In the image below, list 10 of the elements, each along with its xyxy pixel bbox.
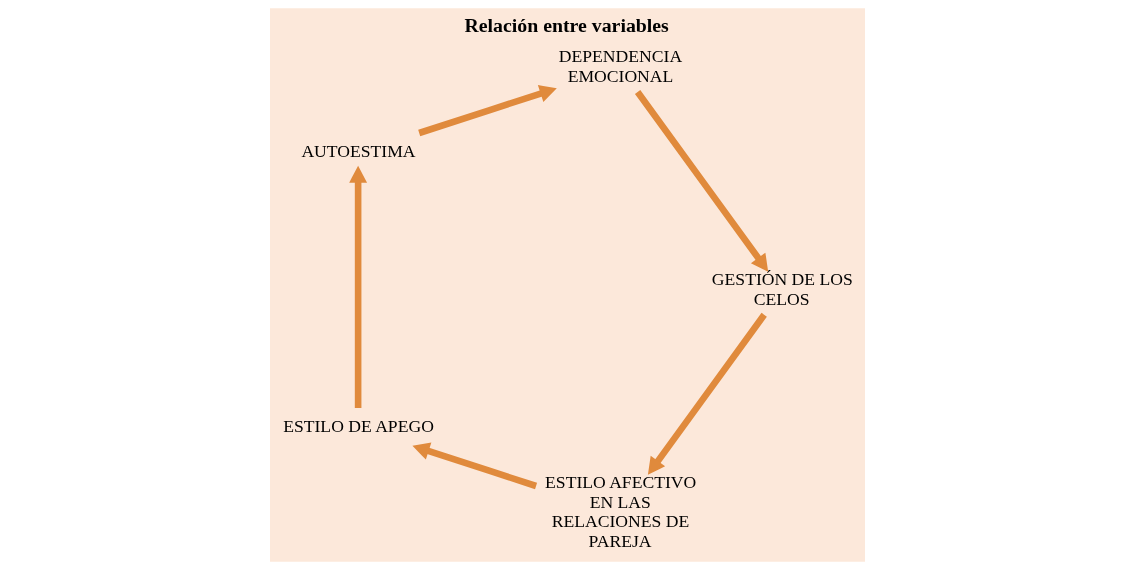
node-text: ESTILO AFECTIVO EN LAS RELACIONES DE PAREJA [544, 471, 696, 552]
node-text: GESTIÓN DE LOS CELOS [711, 268, 853, 309]
diagram-title: Relación entre variables [464, 13, 669, 36]
node-text: AUTOESTIMA [300, 141, 416, 162]
node-text: ESTILO DE APEGO [282, 416, 434, 437]
arrow [417, 85, 557, 137]
arrow [634, 90, 768, 272]
node-text: DEPENDENCIA EMOCIONAL [558, 46, 682, 86]
arrow [647, 312, 767, 475]
arrow [411, 442, 537, 490]
